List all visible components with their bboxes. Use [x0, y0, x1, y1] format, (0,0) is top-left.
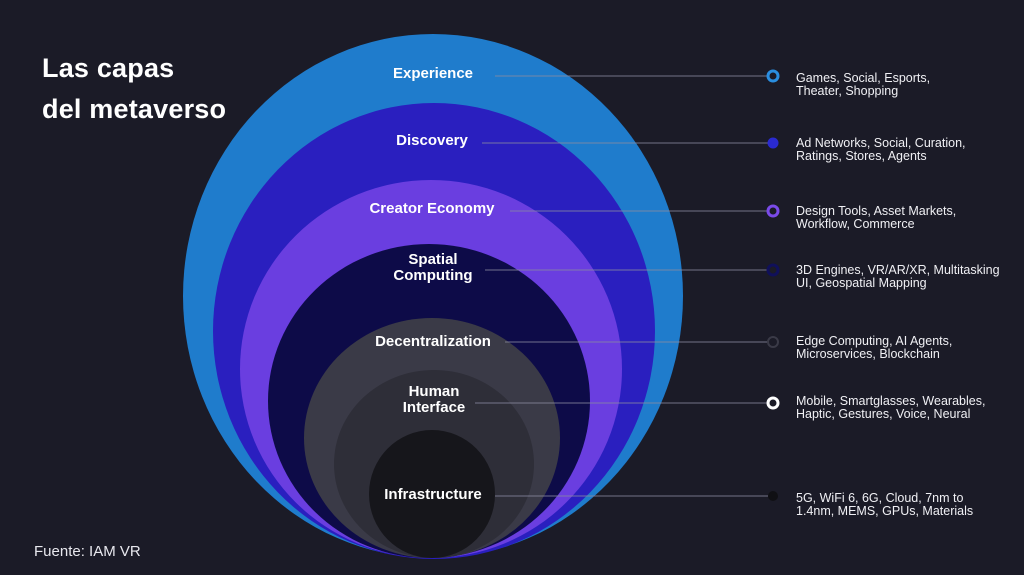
dot-icon [768, 491, 778, 501]
source-caption: Fuente: IAM VR [34, 543, 141, 560]
layer-label-human-interface: Human Interface [403, 384, 466, 416]
layer-infrastructure-ellipse [369, 430, 495, 558]
layer-description-experience: Games, Social, Esports,Theater, Shopping [796, 72, 930, 98]
dot-icon [767, 336, 779, 348]
layer-description-human-interface: Mobile, Smartglasses, Wearables,Haptic, … [796, 395, 985, 421]
dot-icon [766, 396, 780, 410]
layer-label-decentralization: Decentralization [375, 333, 491, 350]
layer-description-creator-economy: Design Tools, Asset Markets,Workflow, Co… [796, 205, 956, 231]
label-line: Computing [393, 267, 473, 284]
title-line-2: del metaverso [42, 94, 227, 124]
page-title: Las capas del metaverso [42, 48, 226, 130]
dot-icon [766, 69, 780, 83]
title-line-1: Las capas [42, 53, 175, 83]
dot-icon [766, 263, 780, 277]
layer-label-spatial-computing: Spatial Computing [393, 252, 472, 284]
layer-description-decentralization: Edge Computing, AI Agents,Microservices,… [796, 335, 952, 361]
desc-line: Ratings, Stores, Agents [796, 149, 927, 163]
desc-line: Workflow, Commerce [796, 217, 915, 231]
layer-label-experience: Experience [392, 65, 474, 82]
dot-icon [766, 204, 780, 218]
layer-description-discovery: Ad Networks, Social, Curation,Ratings, S… [796, 137, 966, 163]
desc-line: Haptic, Gestures, Voice, Neural [796, 407, 971, 421]
desc-line: UI, Geospatial Mapping [796, 276, 927, 290]
desc-line: Edge Computing, AI Agents, [796, 334, 953, 348]
desc-line: Theater, Shopping [796, 84, 899, 98]
label-line: Interface [402, 399, 466, 416]
desc-line: Mobile, Smartglasses, Wearables, [796, 394, 986, 408]
desc-line: 3D Engines, VR/AR/XR, Multitasking [796, 263, 1000, 277]
desc-line: Design Tools, Asset Markets, [796, 204, 957, 218]
desc-line: 1.4nm, MEMS, GPUs, Materials [796, 504, 974, 518]
desc-line: Ad Networks, Social, Curation, [796, 136, 966, 150]
desc-line: 5G, WiFi 6, 6G, Cloud, 7nm to [796, 491, 964, 505]
dot-icon [767, 137, 779, 149]
label-line: Human [408, 383, 460, 400]
label-line: Spatial [408, 251, 458, 268]
desc-line: Games, Social, Esports, [796, 71, 931, 85]
layer-label-infrastructure: Infrastructure [384, 486, 482, 503]
layer-label-discovery: Discovery [396, 132, 468, 149]
desc-line: Microservices, Blockchain [796, 347, 940, 361]
layer-label-creator-economy: Creator Economy [369, 200, 495, 217]
